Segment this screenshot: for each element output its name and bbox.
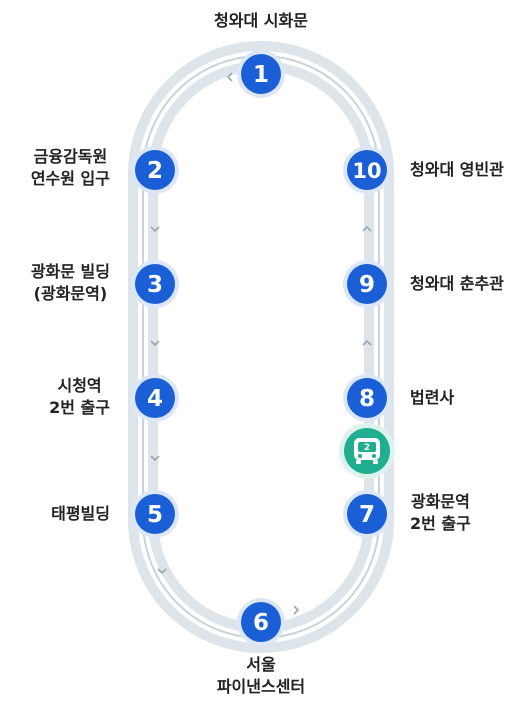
stop-label-7: 광화문역 2번 출구 bbox=[410, 491, 471, 535]
stop-marker-6: 6 bbox=[237, 598, 285, 646]
chevron-down-icon bbox=[150, 226, 160, 233]
stop-number: 7 bbox=[359, 502, 375, 528]
stop-label-4: 시청역 2번 출구 bbox=[49, 375, 110, 419]
stop-circle bbox=[135, 264, 175, 304]
chevron-left-icon bbox=[226, 72, 233, 82]
stop-marker-2: 2 bbox=[131, 146, 179, 194]
stop-marker-10: 10 bbox=[343, 146, 391, 194]
stop-name-line: 2번 출구 bbox=[49, 398, 110, 417]
stop-marker-7: 7 bbox=[343, 490, 391, 538]
chevron-down-icon bbox=[157, 568, 167, 575]
stop-circle bbox=[135, 378, 175, 418]
stop-circle bbox=[135, 494, 175, 534]
stop-marker-5: 5 bbox=[131, 490, 179, 538]
stop-label-8: 법련사 bbox=[410, 387, 454, 409]
chevron-down-icon bbox=[150, 340, 160, 347]
route-track-center bbox=[142, 55, 380, 639]
stop-marker-4: 4 bbox=[131, 374, 179, 422]
stop-circle bbox=[347, 150, 387, 190]
stop-marker-1: 1 bbox=[237, 50, 285, 98]
stop-circle bbox=[347, 264, 387, 304]
stop-marker-8: 8 bbox=[343, 374, 391, 422]
direction-arrows bbox=[150, 72, 372, 615]
stop-circle bbox=[135, 150, 175, 190]
stop-name-line: 금융감독원 bbox=[33, 147, 108, 166]
stop-number: 9 bbox=[359, 272, 375, 298]
chevron-up-icon bbox=[362, 339, 372, 346]
stop-label-1: 청와대 시화문 bbox=[214, 10, 308, 32]
chevron-up-icon bbox=[362, 225, 372, 232]
bus-icon: 2 bbox=[354, 438, 380, 464]
stop-label-3: 광화문 빌딩 (광화문역) bbox=[31, 261, 110, 305]
stop-number: 3 bbox=[147, 272, 163, 298]
stop-name-line: 연수원 입구 bbox=[30, 169, 110, 188]
stop-number: 6 bbox=[253, 610, 269, 636]
stop-number: 5 bbox=[147, 502, 163, 528]
stop-name-line: 2번 출구 bbox=[410, 514, 471, 533]
stop-name-line: 법련사 bbox=[410, 388, 455, 407]
stop-circle bbox=[241, 602, 281, 642]
chevron-right-icon bbox=[293, 605, 300, 615]
route-track-inner bbox=[138, 51, 384, 643]
stop-circle bbox=[241, 54, 281, 94]
stop-number: 8 bbox=[359, 386, 375, 412]
chevron-down-icon bbox=[150, 455, 160, 462]
stop-number: 2 bbox=[147, 158, 163, 184]
route-track-outer bbox=[128, 41, 394, 653]
stop-label-10: 청와대 영빈관 bbox=[410, 159, 504, 181]
stop-name-line: 시청역 bbox=[57, 376, 102, 395]
stop-name-line: 청와대 춘추관 bbox=[410, 274, 504, 293]
stop-circle bbox=[347, 494, 387, 534]
bus-number: 2 bbox=[364, 443, 370, 453]
stop-name-line: 청와대 시화문 bbox=[214, 11, 308, 30]
stop-name-line: 광화문 빌딩 bbox=[30, 262, 110, 281]
stop-name-line: (광화문역) bbox=[33, 284, 108, 303]
stop-name-line: 서울 bbox=[246, 655, 276, 674]
bus-marker: 2 bbox=[339, 423, 395, 479]
stop-name-line: 광화문역 bbox=[410, 492, 470, 511]
stop-label-9: 청와대 춘추관 bbox=[410, 273, 504, 295]
stops-layer: 1 2 3 4 5 6 7 8 9 10 bbox=[131, 50, 391, 646]
stop-name-line: 태평빌딩 bbox=[51, 504, 110, 523]
stop-number: 1 bbox=[253, 62, 269, 88]
stop-marker-9: 9 bbox=[343, 260, 391, 308]
stop-marker-3: 3 bbox=[131, 260, 179, 308]
stop-number: 10 bbox=[352, 159, 381, 183]
stop-name-line: 파이낸스센터 bbox=[216, 677, 306, 696]
stop-circle bbox=[347, 378, 387, 418]
stop-label-5: 태평빌딩 bbox=[51, 503, 110, 525]
stop-number: 4 bbox=[147, 386, 163, 412]
stop-name-line: 청와대 영빈관 bbox=[410, 160, 504, 179]
